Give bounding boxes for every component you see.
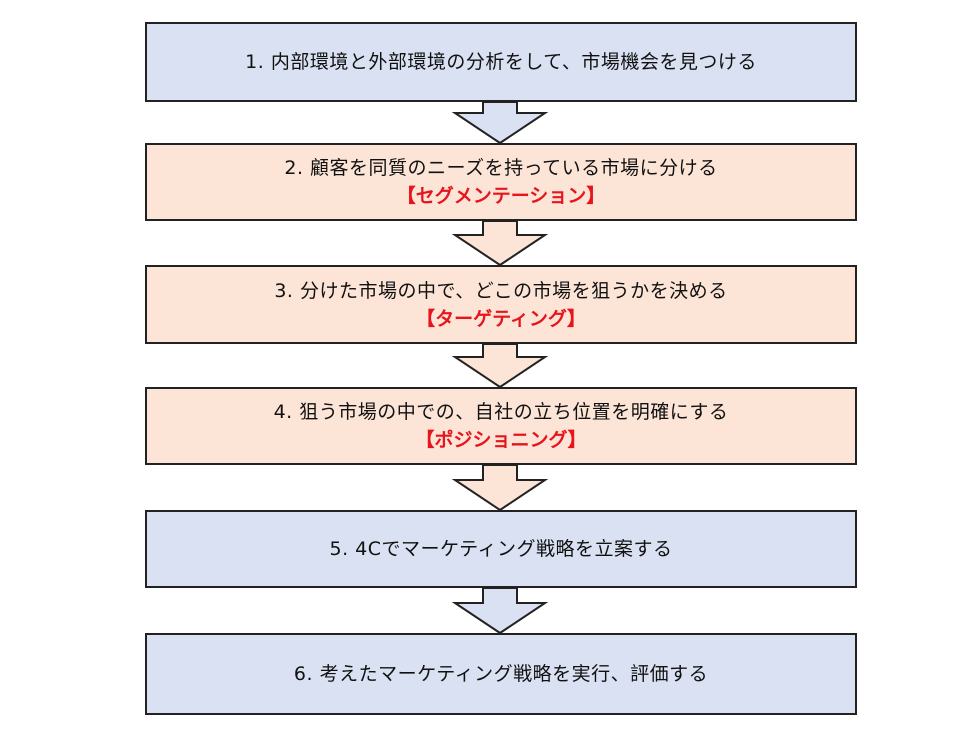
step-4-label-positioning: 【ポジショニング】 bbox=[415, 429, 587, 451]
step-6-text: 6. 考えたマーケティング戦略を実行、評価する bbox=[293, 663, 709, 685]
step-3-label-targeting: 【ターゲティング】 bbox=[416, 307, 586, 330]
down-arrow-5 bbox=[451, 587, 549, 635]
step-1-box: 1. 内部環境と外部環境の分析をして、市場機会を見つける bbox=[145, 22, 857, 102]
step-6-box: 6. 考えたマーケティング戦略を実行、評価する bbox=[145, 633, 857, 715]
step-3-text: 3. 分けた市場の中で、どこの市場を狙うかを決める bbox=[274, 279, 728, 302]
step-2-box: 2. 顧客を同質のニーズを持っている市場に分ける 【セグメンテーション】 bbox=[145, 143, 857, 221]
step-5-text: 5. 4Cでマーケティング戦略を立案する bbox=[329, 538, 673, 560]
step-4-text: 4. 狙う市場の中での、自社の立ち位置を明確にする bbox=[273, 401, 729, 423]
down-arrow-2 bbox=[451, 220, 549, 267]
step-5-box: 5. 4Cでマーケティング戦略を立案する bbox=[145, 510, 857, 588]
step-4-box: 4. 狙う市場の中での、自社の立ち位置を明確にする 【ポジショニング】 bbox=[145, 387, 857, 465]
step-2-label-segmentation: 【セグメンテーション】 bbox=[396, 185, 606, 207]
down-arrow-1 bbox=[451, 101, 549, 145]
step-1-text: 1. 内部環境と外部環境の分析をして、市場機会を見つける bbox=[245, 51, 757, 73]
down-arrow-4 bbox=[451, 464, 549, 512]
step-2-text: 2. 顧客を同質のニーズを持っている市場に分ける bbox=[284, 157, 718, 179]
down-arrow-3 bbox=[451, 343, 549, 389]
